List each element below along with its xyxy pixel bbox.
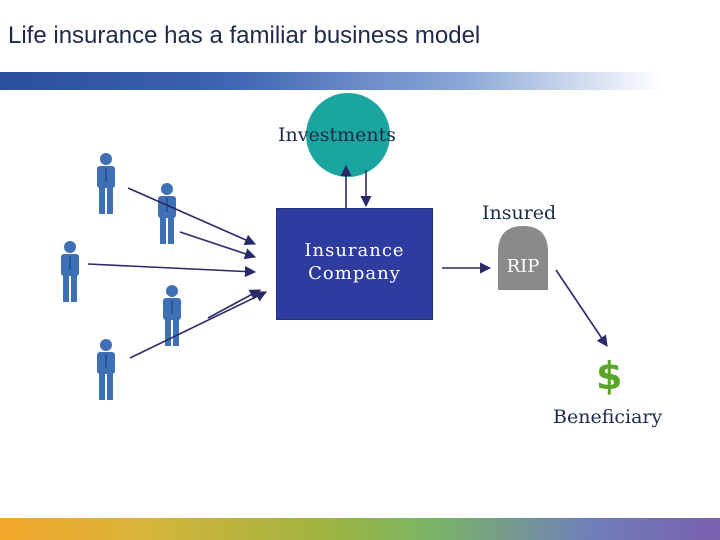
tombstone-label: RIP [506, 256, 540, 277]
footer-gradient-bar [0, 518, 720, 540]
arrow-premium-4 [207, 289, 261, 319]
insured-label: Insured [482, 202, 557, 224]
investments-label: Investments [278, 124, 396, 146]
arrow-premium-3 [87, 263, 257, 278]
slide-title: Life insurance has a familiar business m… [8, 22, 481, 49]
person-icon [61, 241, 79, 302]
insurance-company-box: Insurance Company [276, 208, 433, 320]
arrow-to-beneficiary [555, 269, 608, 347]
person-icon [97, 339, 115, 400]
investments-circle [306, 93, 390, 177]
dollar-sign: $ [596, 354, 623, 398]
arrow-premium-5 [129, 291, 268, 359]
person-icon [97, 153, 115, 214]
beneficiary-label: Beneficiary [553, 406, 663, 428]
arrow-premium-2 [179, 231, 257, 260]
insurance-company-label: Insurance Company [304, 240, 405, 284]
tombstone-icon [498, 226, 548, 290]
arrow-premium-1 [127, 187, 257, 246]
person-icon [158, 183, 176, 244]
title-underline-bar [0, 72, 720, 90]
